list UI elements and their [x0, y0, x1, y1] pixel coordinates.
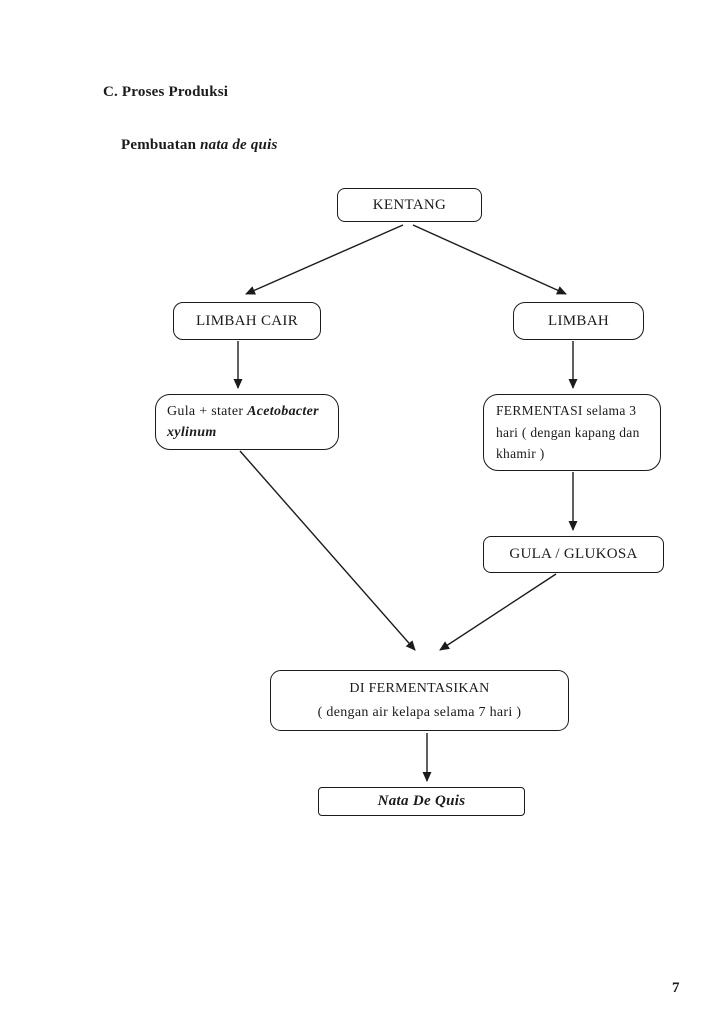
flow-node-di-fermentasikan: DI FERMENTASIKAN ( dengan air kelapa sel… [270, 670, 569, 731]
flow-node-kentang: KENTANG [337, 188, 482, 222]
arrow-gula-stater-to-di-fermentasikan [239, 450, 416, 651]
section-heading: C. Proses Produksi [103, 84, 229, 100]
flow-node-gula-glukosa: GULA / GLUKOSA [483, 536, 664, 573]
flow-node-limbah-cair: LIMBAH CAIR [173, 302, 321, 340]
flow-node-nata-de-quis: Nata De Quis [318, 787, 525, 816]
gula-stater-species-line2: xylinum [167, 425, 217, 440]
flow-node-limbah: LIMBAH [513, 302, 644, 340]
arrow-kentang-to-limbah [412, 224, 567, 295]
subheading-term: nata de quis [200, 137, 278, 153]
flow-node-fermentasi: FERMENTASI selama 3 hari ( dengan kapang… [483, 394, 661, 471]
di-fermentasikan-line1: DI FERMENTASIKAN [349, 680, 490, 696]
flow-node-gula-stater: Gula + stater Acetobacter xylinum [155, 394, 339, 450]
arrow-kentang-to-limbah-cair [245, 224, 404, 295]
subheading: Pembuatan nata de quis [121, 137, 278, 154]
subheading-prefix: Pembuatan [121, 137, 201, 153]
page-number: 7 [672, 980, 680, 996]
gula-stater-prefix: Gula + stater [167, 404, 248, 419]
di-fermentasikan-line2: ( dengan air kelapa selama 7 hari ) [317, 704, 522, 720]
gula-stater-line1: Gula + stater Acetobacter [167, 401, 319, 422]
arrow-gula-glukosa-to-di-fermentasikan [439, 573, 557, 651]
gula-stater-species-line1: Acetobacter [247, 404, 319, 419]
